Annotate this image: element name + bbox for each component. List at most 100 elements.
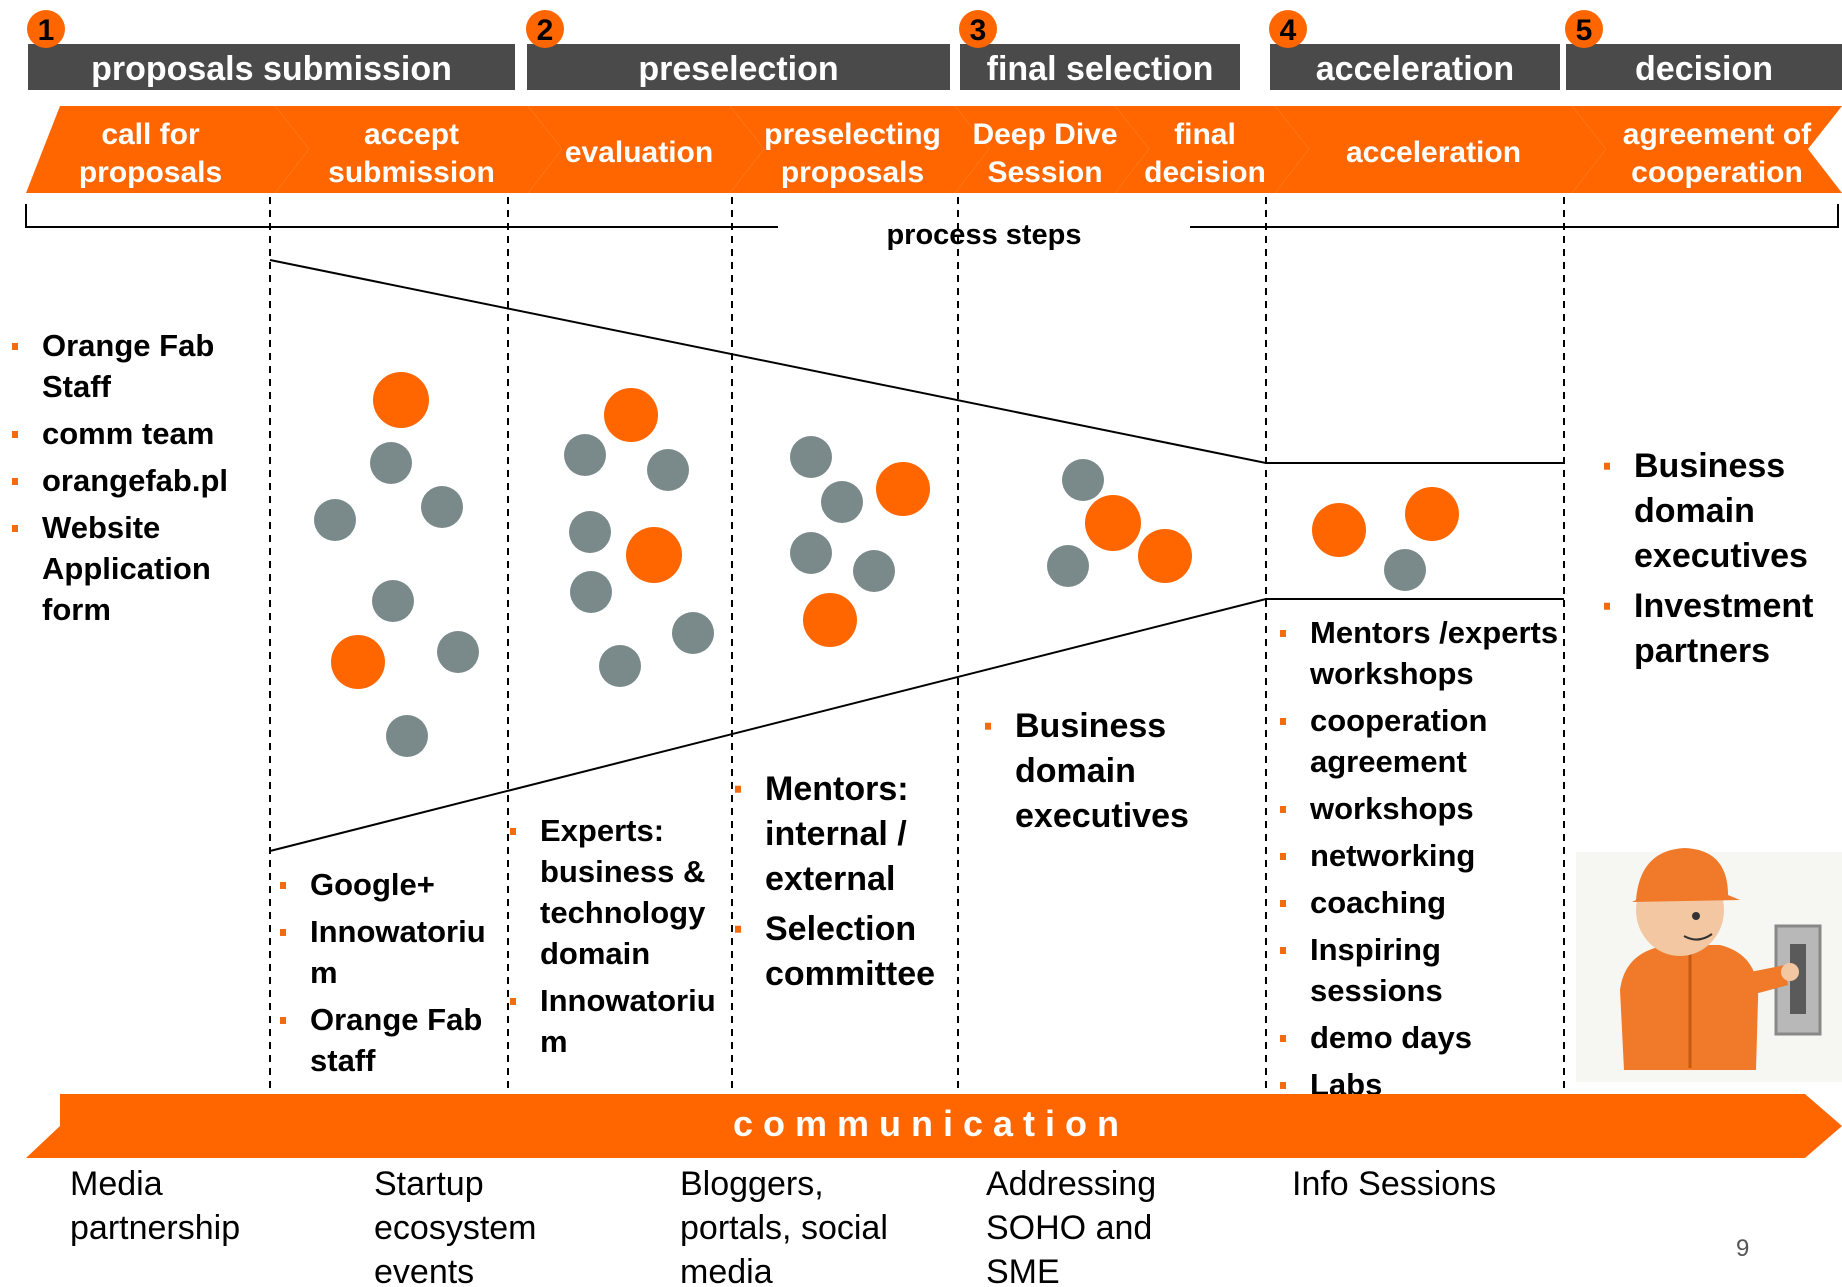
final-selection-list-item: Business	[1015, 707, 1166, 745]
candidate-startup-dot	[386, 715, 428, 757]
communication-label: c o m m u n i c a t i o n	[733, 1103, 1119, 1144]
candidate-startup-dot	[821, 481, 863, 523]
mascot-arm	[1735, 965, 1788, 998]
selected-startup-dot	[1312, 503, 1366, 557]
candidate-startup-dot	[437, 631, 479, 673]
switch-lever	[1790, 944, 1806, 1014]
decision-list-item: partners	[1634, 632, 1770, 670]
bullet-icon	[1604, 462, 1610, 470]
process-steps-label: process steps	[886, 219, 1081, 251]
selected-startup-dot	[876, 462, 930, 516]
candidate-startup-dot	[599, 645, 641, 687]
channels-list-item: m	[310, 955, 338, 990]
bullet-icon	[12, 430, 18, 438]
process-step-label: cooperation	[1631, 156, 1803, 189]
bullet-icon	[1280, 1034, 1286, 1042]
phase-number: 4	[1280, 14, 1297, 47]
bullet-icon	[1280, 946, 1286, 954]
selectors-list-item: internal /	[765, 815, 907, 853]
phase-bar	[527, 44, 950, 90]
phase-number-badge	[1565, 10, 1603, 48]
decision-list-item: executives	[1634, 537, 1808, 575]
process-step-label: accept	[364, 118, 459, 151]
channels-list-item: Google+	[310, 867, 435, 902]
phase-number-badge	[959, 10, 997, 48]
evaluators-list-item: business &	[540, 854, 705, 889]
candidate-startup-dot	[853, 550, 895, 592]
bullet-icon	[1280, 899, 1286, 907]
process-step-chevron	[1275, 106, 1606, 193]
bullet-icon	[280, 1016, 286, 1024]
phase-number-badge	[526, 10, 564, 48]
candidate-startup-dot	[790, 532, 832, 574]
communication-channel: portals, social	[680, 1209, 888, 1247]
funnel-bottom-line	[269, 598, 1564, 852]
phase-title: preselection	[638, 50, 838, 88]
selected-startup-dot	[373, 372, 429, 428]
acceleration-list-item: demo days	[1310, 1020, 1472, 1055]
participants-list-item: Orange Fab	[42, 328, 214, 363]
process-step-label: final	[1174, 118, 1236, 151]
process-step-chevron	[528, 106, 764, 193]
process-bracket	[25, 204, 1839, 228]
mascot-helmet	[1632, 848, 1740, 902]
funnel-top-line	[269, 259, 1564, 464]
communication-channel: media	[680, 1253, 773, 1287]
candidate-startup-dot	[647, 449, 689, 491]
candidate-startup-dot	[1384, 549, 1426, 591]
bullet-icon	[510, 827, 516, 835]
phase-title: acceleration	[1316, 50, 1514, 88]
bullet-icon	[280, 881, 286, 889]
acceleration-list-item: networking	[1310, 838, 1475, 873]
process-step-label: decision	[1144, 156, 1266, 189]
process-step-label: Session	[987, 156, 1102, 189]
bullet-icon	[1280, 717, 1286, 725]
participants-list-item: Staff	[42, 369, 112, 404]
selected-startup-dot	[604, 388, 658, 442]
phase-number: 5	[1576, 14, 1593, 47]
candidate-startup-dot	[564, 434, 606, 476]
communication-channel: partnership	[70, 1209, 240, 1247]
evaluators-list-item: Innowatoriu	[540, 983, 716, 1018]
candidate-startup-dot	[569, 511, 611, 553]
acceleration-list-item: Inspiring	[1310, 932, 1441, 967]
acceleration-list-item: Mentors /experts	[1310, 615, 1558, 650]
evaluators-list-item: domain	[540, 936, 650, 971]
evaluators-list-item: m	[540, 1024, 568, 1059]
mascot-mouth	[1683, 933, 1713, 941]
selected-startup-dot	[1405, 487, 1459, 541]
participants-list-item: orangefab.pl	[42, 463, 228, 498]
channels-list-item: Orange Fab	[310, 1002, 482, 1037]
phase-title: final selection	[987, 50, 1214, 88]
bullet-icon	[1604, 602, 1610, 610]
phase-number-badge	[27, 10, 65, 48]
mascot-eye	[1692, 912, 1700, 920]
candidate-startup-dot	[370, 442, 412, 484]
bullet-icon	[1280, 805, 1286, 813]
selected-startup-dot	[1138, 529, 1192, 583]
process-step-chevron	[1572, 106, 1842, 193]
selected-startup-dot	[1085, 495, 1141, 551]
process-step-label: preselecting	[764, 118, 941, 151]
process-step-label: evaluation	[565, 136, 713, 169]
phase-bar	[1270, 44, 1560, 90]
selected-startup-dot	[626, 527, 682, 583]
bullet-icon	[12, 524, 18, 532]
communication-channel: Bloggers,	[680, 1165, 824, 1203]
process-step-label: acceleration	[1346, 136, 1521, 169]
bullet-icon	[985, 722, 991, 730]
phase-bar	[1566, 44, 1842, 90]
acceleration-list-item: coaching	[1310, 885, 1446, 920]
acceleration-list-item: workshops	[1309, 791, 1474, 826]
bullet-icon	[510, 997, 516, 1005]
phase-number: 1	[38, 14, 55, 47]
process-step-label: call for	[101, 118, 200, 151]
evaluators-list-item: technology	[540, 895, 706, 930]
phase-title: proposals submission	[91, 50, 452, 88]
selected-startup-dot	[331, 635, 385, 689]
process-step-label: submission	[328, 156, 495, 189]
acceleration-list-item: agreement	[1310, 744, 1467, 779]
communication-channel: ecosystem	[374, 1209, 537, 1247]
process-step-chevron	[955, 106, 1149, 193]
final-selection-list-item: domain	[1015, 752, 1136, 790]
